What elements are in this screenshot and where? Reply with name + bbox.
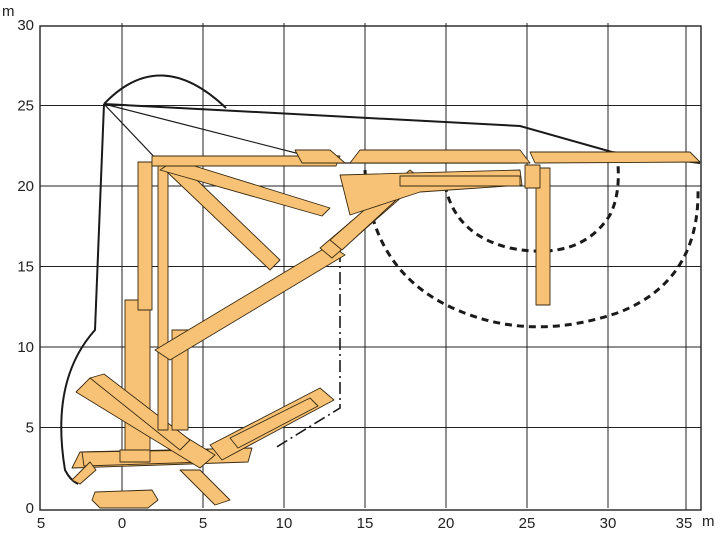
column-upper — [137, 161, 153, 311]
y-unit-label: m — [2, 3, 15, 20]
mid-boom-lower2 — [399, 175, 521, 187]
outrigger-left — [71, 461, 97, 485]
x-tick-label: 0 — [118, 515, 126, 532]
y-tick-label: 20 — [17, 178, 34, 195]
y-axis-labels: 0 5 10 15 20 25 30 — [17, 17, 34, 517]
x-tick-label: 30 — [600, 515, 617, 532]
x-tick-label: 10 — [276, 515, 293, 532]
plot-frame — [39, 25, 702, 511]
y-tick-label: 10 — [17, 339, 34, 356]
base-pedestal — [91, 489, 159, 509]
knuckle-boom-a — [154, 244, 346, 361]
outrigger-foot — [179, 469, 231, 506]
hook-hanger — [535, 167, 551, 306]
x-tick-label: 5 — [199, 515, 207, 532]
boom-silhouettes — [71, 149, 701, 509]
x-tick-label: 25 — [519, 515, 536, 532]
inner-mast — [157, 159, 169, 431]
upper-boom-mid — [349, 149, 531, 164]
dash-dot-envelope — [274, 250, 341, 449]
x-tick-label: 5 — [37, 515, 45, 532]
y-tick-label: 25 — [17, 98, 34, 115]
x-axis-labels: 5 0 5 10 15 20 25 30 35 — [37, 515, 693, 532]
dashed-slewing-arcs — [363, 164, 700, 329]
y-tick-label: 30 — [17, 17, 34, 34]
x-tick-label: 15 — [357, 515, 374, 532]
x-unit-label: m — [702, 513, 715, 530]
upper-boom-right — [529, 151, 701, 164]
upper-boom-left — [151, 155, 341, 167]
y-tick-label: 0 — [26, 500, 34, 517]
y-tick-label: 15 — [17, 259, 34, 276]
x-tick-label: 20 — [438, 515, 455, 532]
stowed-boom-right2 — [229, 397, 319, 449]
stowed-boom-upper — [89, 373, 191, 451]
hook-hanger2 — [524, 164, 541, 189]
x-tick-label: 35 — [676, 515, 693, 532]
y-tick-label: 5 — [26, 420, 34, 437]
upper-boom-kink — [294, 149, 346, 164]
slewing-column — [119, 449, 151, 463]
